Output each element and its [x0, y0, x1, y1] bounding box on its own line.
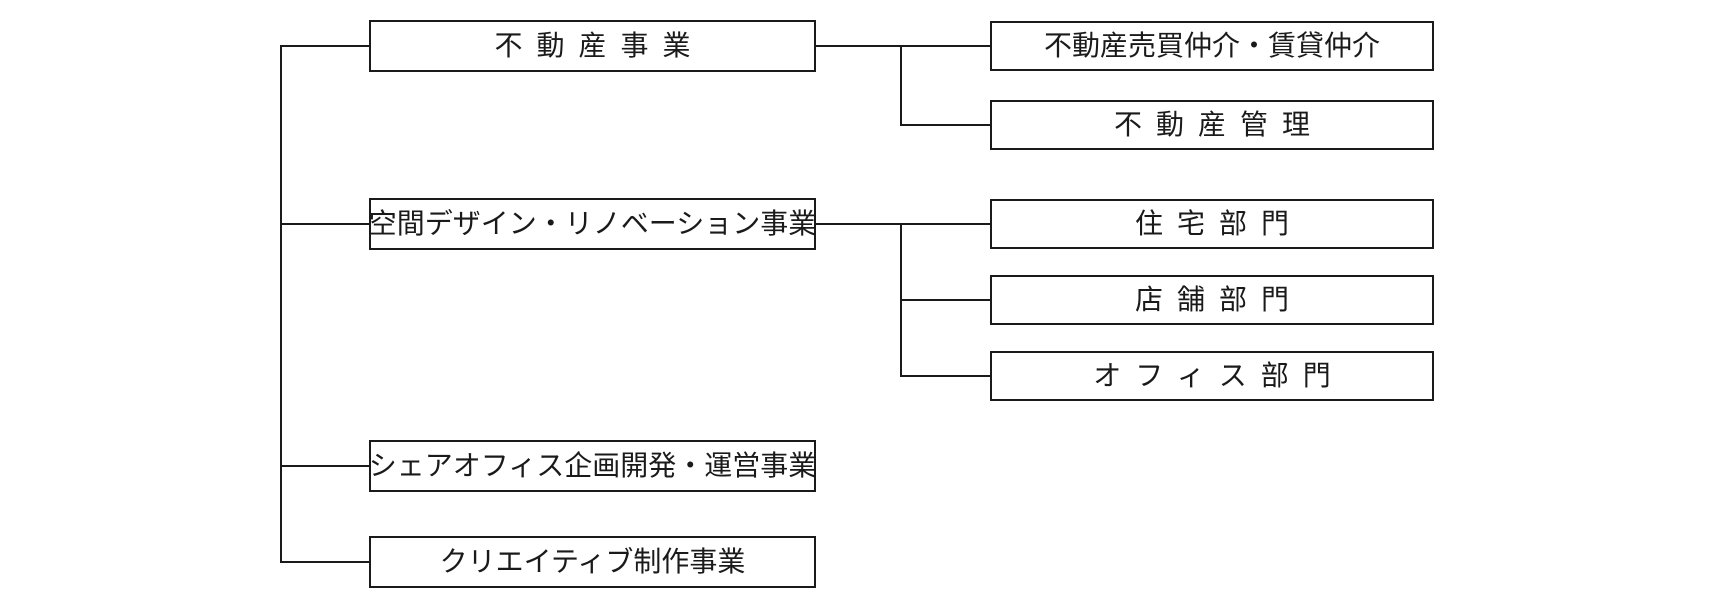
- node-label: クリエイティブ制作事業: [439, 546, 746, 577]
- node-real-estate-management: 不動産管理: [990, 100, 1434, 150]
- connector-space-design-to-housing: [816, 223, 990, 225]
- connector-branch-space-design: [280, 223, 369, 225]
- connector-real-estate-to-brokerage: [816, 45, 990, 47]
- node-real-estate-brokerage: 不動産売買仲介・賃貸仲介: [990, 21, 1434, 71]
- node-real-estate-business: 不動産事業: [369, 20, 816, 72]
- connector-space-design-to-retail: [900, 299, 990, 301]
- node-label: 空間デザイン・リノベーション事業: [368, 208, 817, 239]
- node-label: オフィス部門: [1093, 360, 1345, 391]
- node-housing-division: 住宅部門: [990, 199, 1434, 249]
- node-office-division: オフィス部門: [990, 351, 1434, 401]
- node-space-design-renovation-business: 空間デザイン・リノベーション事業: [369, 198, 816, 250]
- connector-real-estate-to-management: [900, 124, 990, 126]
- node-label: 不動産事業: [494, 30, 705, 61]
- node-label: 住宅部門: [1134, 208, 1303, 239]
- connector-real-estate-vertical: [900, 45, 902, 126]
- connector-branch-shared-office: [280, 465, 369, 467]
- connector-branch-real-estate: [280, 45, 369, 47]
- node-shared-office-business: シェアオフィス企画開発・運営事業: [369, 440, 816, 492]
- connector-trunk-vertical: [280, 45, 282, 563]
- node-label: 不動産売買仲介・賃貸仲介: [1043, 30, 1380, 61]
- node-label: 店舗部門: [1134, 284, 1303, 315]
- node-label: シェアオフィス企画開発・運営事業: [368, 450, 817, 481]
- connector-branch-creative: [280, 561, 369, 563]
- node-retail-division: 店舗部門: [990, 275, 1434, 325]
- node-label: 不動産管理: [1113, 109, 1324, 140]
- connector-space-design-to-office: [900, 375, 990, 377]
- node-creative-production-business: クリエイティブ制作事業: [369, 536, 816, 588]
